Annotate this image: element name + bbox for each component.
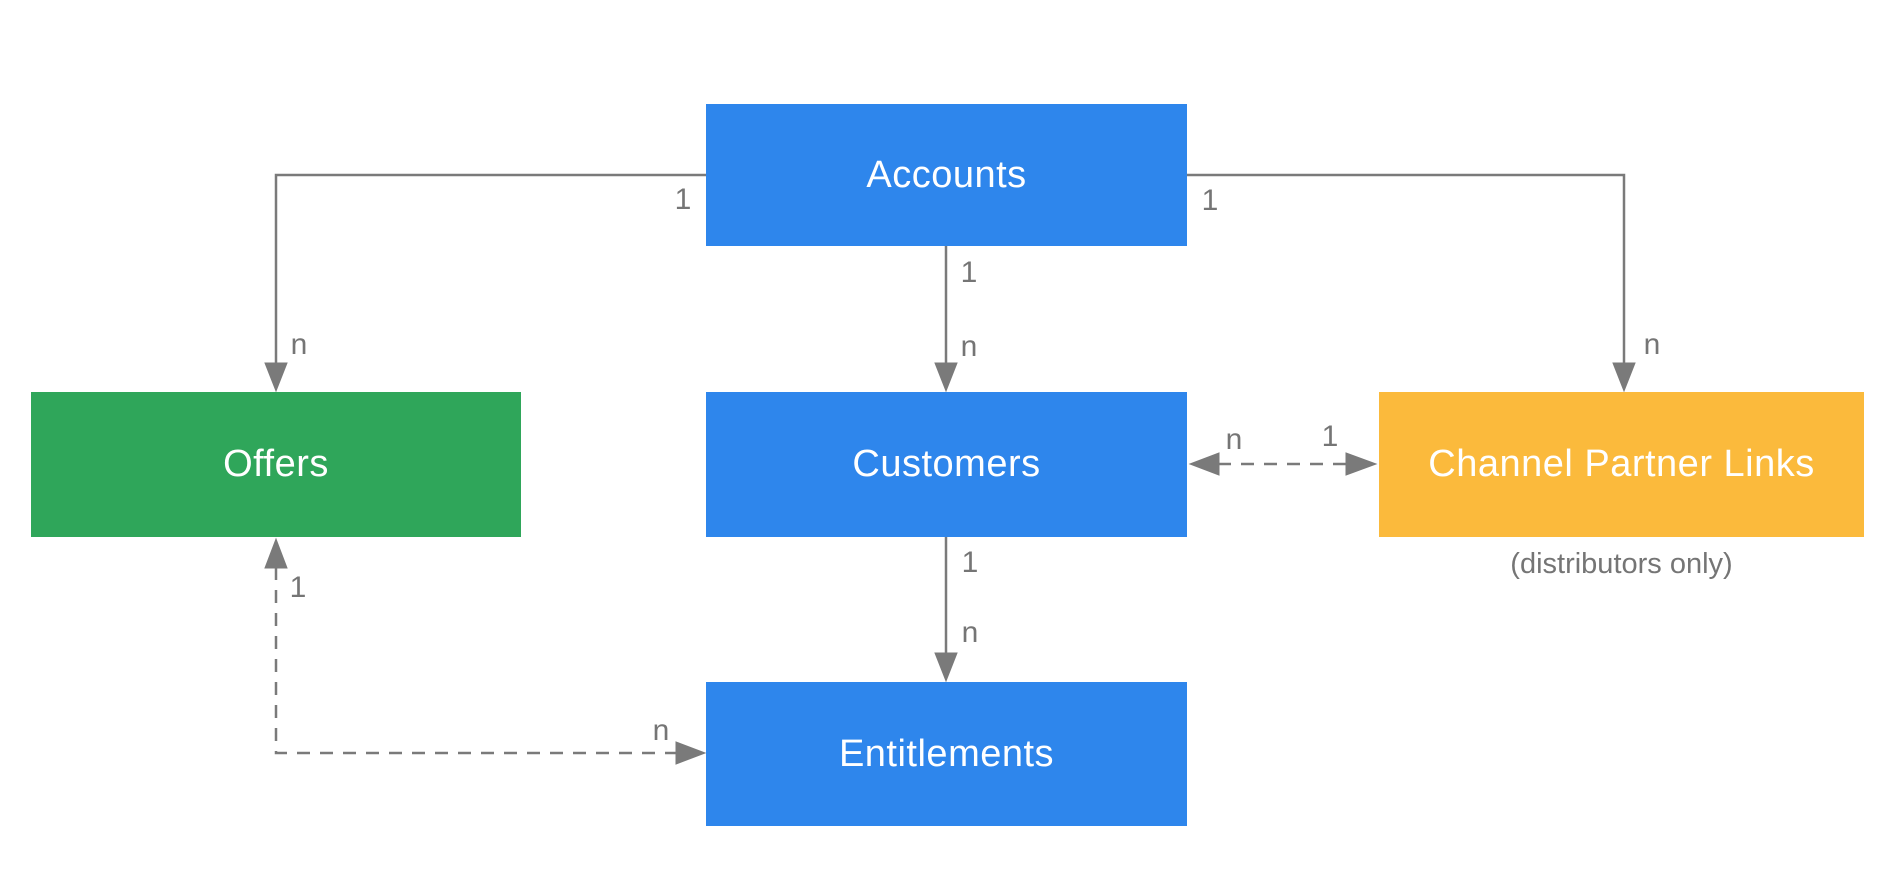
connector-line [274, 567, 678, 755]
entity-offers-label: Offers [223, 443, 329, 485]
arrowhead-up-icon [264, 537, 288, 569]
entity-accounts: Accounts [706, 104, 1187, 246]
cardinality-accounts-channel-partner-links-from: 1 [1201, 184, 1219, 217]
entity-offers: Offers [31, 392, 521, 537]
cardinality-offers-entitlements-to: n [652, 714, 670, 747]
arrowhead-down-icon [264, 362, 288, 393]
connector-customers-entitlements [934, 537, 958, 683]
connector-accounts-channel-partner-links [1187, 173, 1636, 393]
connector-customers-channel-partner-links [1188, 452, 1378, 476]
cardinality-accounts-customers-to: n [960, 330, 978, 363]
cardinality-accounts-offers-from: 1 [674, 183, 692, 216]
arrowhead-left-icon [1188, 452, 1220, 476]
connector-accounts-customers [934, 246, 958, 393]
entity-customers-label: Customers [852, 443, 1041, 485]
arrowhead-down-icon [934, 362, 958, 393]
entity-entitlements: Entitlements [706, 682, 1187, 826]
arrowhead-right-icon [675, 741, 707, 765]
connector-accounts-offers [264, 173, 706, 393]
cardinality-customers-channel-partner-links-to: 1 [1321, 420, 1339, 453]
connector-line [274, 173, 706, 364]
cardinality-customers-entitlements-from: 1 [961, 546, 979, 579]
entity-channel-partner-links: Channel Partner Links [1379, 392, 1864, 537]
connector-offers-entitlements [264, 537, 707, 765]
cardinality-customers-channel-partner-links-from: n [1225, 423, 1243, 456]
connector-line [1187, 173, 1626, 364]
entity-channel-partner-links-note: (distributors only) [1510, 548, 1733, 580]
cardinality-customers-entitlements-to: n [961, 616, 979, 649]
arrowhead-down-icon [934, 652, 958, 683]
entity-accounts-label: Accounts [866, 153, 1027, 196]
entity-channel-partner-links-label: Channel Partner Links [1428, 443, 1815, 485]
entity-customers: Customers [706, 392, 1187, 537]
cardinality-offers-entitlements-from: 1 [289, 571, 307, 604]
entity-entitlements-label: Entitlements [838, 732, 1055, 775]
cardinality-accounts-offers-to: n [290, 328, 308, 361]
arrowhead-right-icon [1345, 452, 1378, 476]
arrowhead-down-icon [1612, 362, 1636, 393]
cardinality-accounts-channel-partner-links-to: n [1643, 328, 1661, 361]
cardinality-accounts-customers-from: 1 [960, 256, 978, 289]
